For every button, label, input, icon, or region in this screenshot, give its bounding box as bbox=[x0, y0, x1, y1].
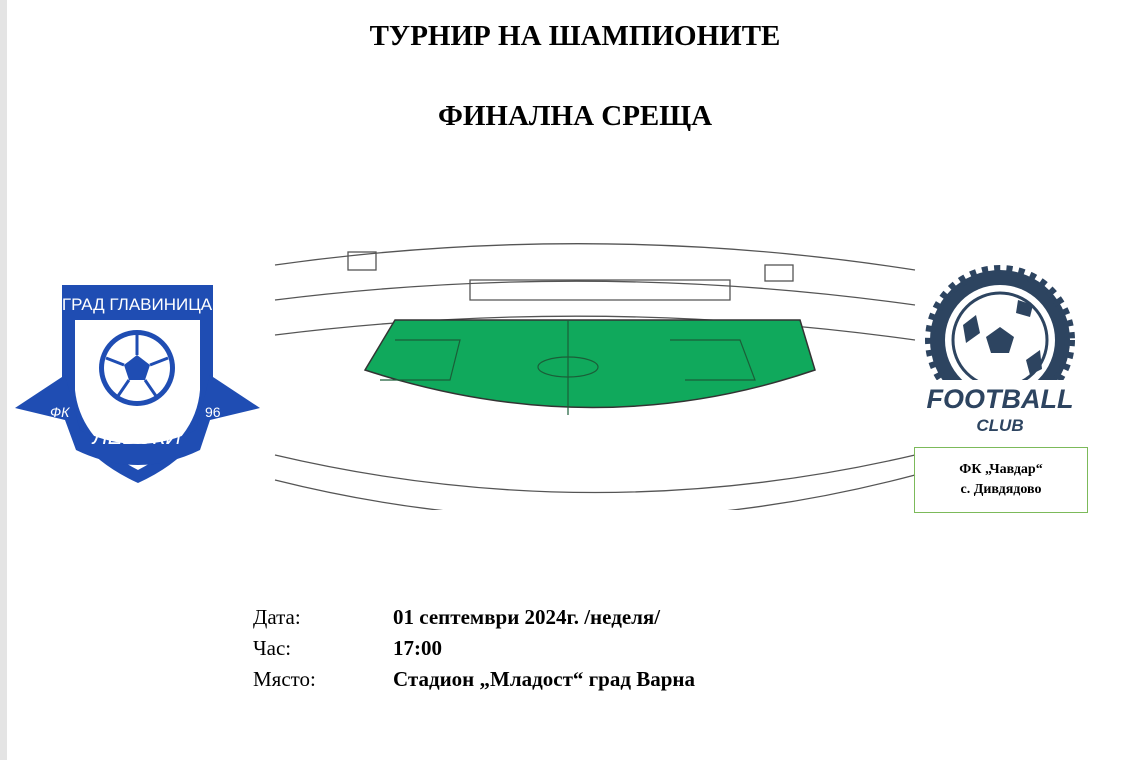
detail-label: Дата: bbox=[253, 605, 301, 629]
detail-value: 17:00 bbox=[393, 636, 442, 660]
detail-place: Място: Стадион „Младост“ град Варна bbox=[253, 664, 695, 695]
opponent-club-village: с. Дивдядово bbox=[960, 482, 1042, 497]
detail-label: Час: bbox=[253, 636, 292, 660]
detail-value: Стадион „Младост“ град Варна bbox=[393, 667, 696, 691]
detail-time: Час: 17:00 bbox=[253, 633, 695, 664]
svg-text:FOOTBALL: FOOTBALL bbox=[927, 384, 1074, 414]
svg-text:ФК: ФК bbox=[50, 404, 70, 420]
opponent-club-name: ФК „Чавдар“ bbox=[959, 462, 1043, 477]
page-edge bbox=[0, 0, 7, 760]
stadium-illustration bbox=[274, 243, 916, 510]
detail-label: Място: bbox=[253, 667, 316, 691]
levski-logo: ГРАД ГЛАВИНИЦА ФК 96 ЛЕВСКИ bbox=[15, 285, 260, 483]
match-subtitle: ФИНАЛНА СРЕЩА bbox=[437, 100, 713, 132]
detail-value: 01 септември 2024г. /неделя/ bbox=[393, 605, 661, 629]
tournament-title: ТУРНИР НА ШАМПИОНИТЕ bbox=[369, 20, 781, 52]
football-club-logo: FOOTBALL CLUB bbox=[925, 265, 1076, 435]
detail-date: Дата: 01 септември 2024г. /неделя/ bbox=[253, 602, 695, 633]
svg-text:ЛЕВСКИ: ЛЕВСКИ bbox=[91, 424, 182, 449]
opponent-club-box: ФК „Чавдар“ с. Дивдядово bbox=[914, 447, 1088, 513]
svg-text:CLUB: CLUB bbox=[976, 416, 1023, 435]
svg-text:ГРАД ГЛАВИНИЦА: ГРАД ГЛАВИНИЦА bbox=[62, 295, 213, 314]
svg-text:96: 96 bbox=[205, 404, 221, 420]
match-details: Дата: 01 септември 2024г. /неделя/ Час: … bbox=[253, 602, 695, 695]
